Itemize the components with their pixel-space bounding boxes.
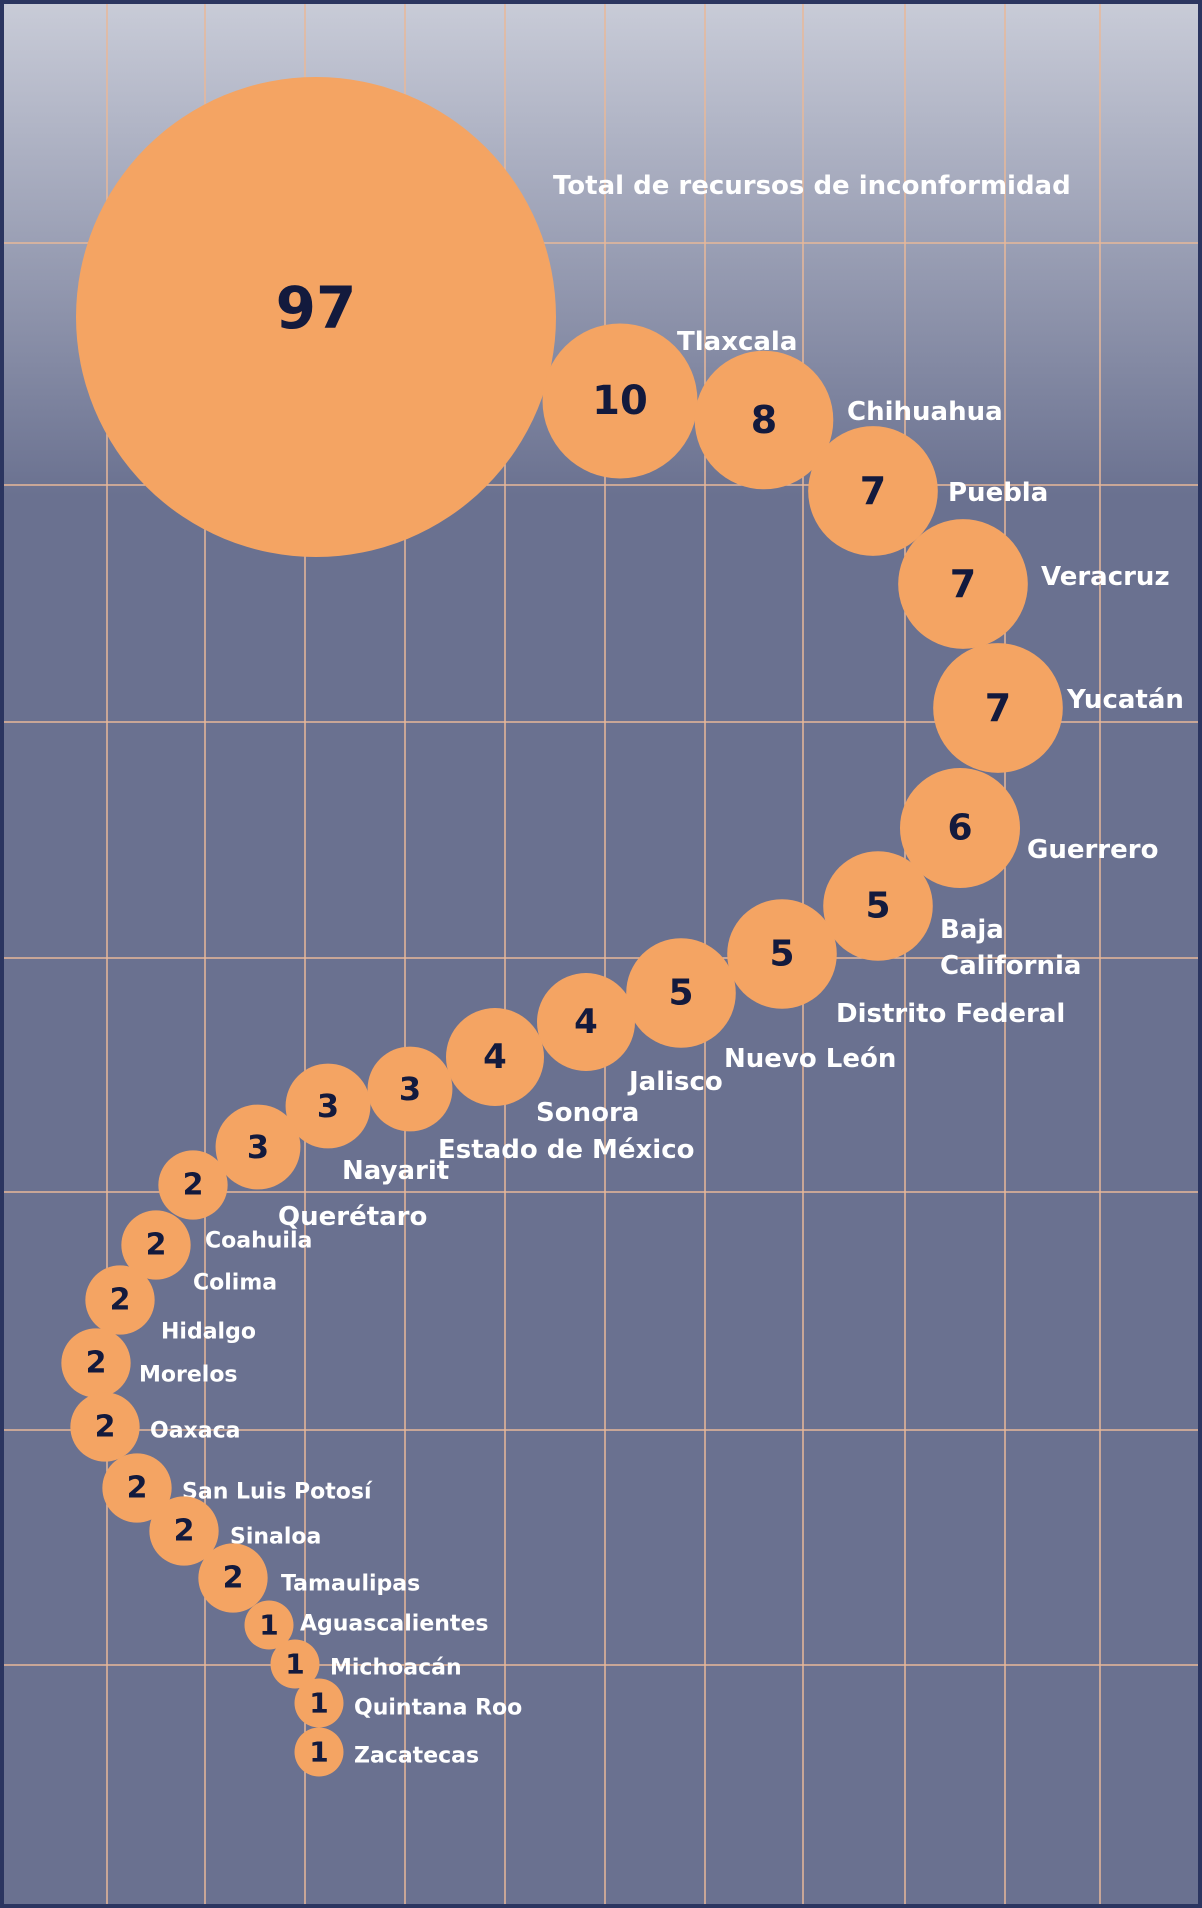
bubble-value-10: 4 xyxy=(483,1037,507,1077)
bubble-value-20: 2 xyxy=(174,1514,195,1549)
bubble-label-9: Jalisco xyxy=(627,1067,723,1097)
bubble-label-20: Sinaloa xyxy=(230,1525,321,1550)
bubble-16 xyxy=(85,1265,155,1335)
bubble-value-6: 5 xyxy=(865,886,890,927)
bubble-value-3: 7 xyxy=(950,562,976,606)
bubble-2 xyxy=(808,426,938,556)
chart-title: Total de recursos de inconformidad xyxy=(553,171,1071,201)
bubble-label-22: Aguascalientes xyxy=(300,1612,488,1637)
bubble-22 xyxy=(244,1600,294,1650)
bubble-value-18: 2 xyxy=(95,1410,116,1445)
bubble-label-12: Nayarit xyxy=(342,1156,449,1186)
bubble-17 xyxy=(61,1328,131,1398)
bubble-value-12: 3 xyxy=(317,1087,339,1125)
bubble-13 xyxy=(215,1104,301,1190)
bubble-label-5: Guerrero xyxy=(1027,835,1158,865)
bubble-label-24: Quintana Roo xyxy=(354,1696,522,1721)
bubble-18 xyxy=(70,1392,140,1462)
bubble-4 xyxy=(933,643,1063,773)
bubble-value-22: 1 xyxy=(259,1609,278,1642)
bubble-label-3: Veracruz xyxy=(1041,562,1170,592)
bubble-value-15: 2 xyxy=(146,1228,167,1263)
bubble-value-0: 10 xyxy=(592,378,648,424)
bubble-label-21: Tamaulipas xyxy=(281,1572,420,1597)
bubble-11 xyxy=(367,1046,453,1132)
bubble-value-5: 6 xyxy=(947,808,972,849)
bubble-value-2: 7 xyxy=(860,469,886,513)
bubble-3 xyxy=(898,519,1028,649)
bubble-label-23: Michoacán xyxy=(330,1656,462,1681)
bubble-12 xyxy=(285,1063,371,1149)
bubble-label-15: Colima xyxy=(193,1271,277,1296)
bubble-10 xyxy=(446,1008,544,1106)
bubble-25 xyxy=(294,1727,344,1777)
bubble-label-16: Hidalgo xyxy=(161,1320,256,1345)
bubble-value-11: 3 xyxy=(399,1070,421,1108)
bubble-label-1: Chihuahua xyxy=(847,397,1003,427)
bubble-value-25: 1 xyxy=(309,1736,328,1769)
bubble-value-4: 7 xyxy=(985,686,1011,730)
bubble-6 xyxy=(823,851,933,961)
bubble-label-18: Oaxaca xyxy=(150,1419,240,1444)
bubble-value-16: 2 xyxy=(110,1283,131,1318)
bubble-23 xyxy=(270,1639,320,1689)
bubble-label-14: Coahuila xyxy=(205,1229,312,1254)
bubble-label-11: Estado de México xyxy=(438,1135,695,1165)
bubble-value-24: 1 xyxy=(309,1687,328,1720)
bubble-label-25: Zacatecas xyxy=(354,1744,479,1769)
bubble-label-4: Yucatán xyxy=(1066,685,1184,715)
bubble-total-value: 97 xyxy=(276,274,357,342)
bubble-value-19: 2 xyxy=(127,1471,148,1506)
bubble-9 xyxy=(537,973,635,1071)
bubble-21 xyxy=(198,1543,268,1613)
bubble-label-17: Morelos xyxy=(139,1363,238,1388)
bubble-value-17: 2 xyxy=(86,1346,107,1381)
bubble-label-19: San Luis Potosí xyxy=(182,1480,373,1505)
bubble-5 xyxy=(899,767,1021,889)
bubble-total xyxy=(76,77,556,557)
bubble-label-8: Nuevo León xyxy=(724,1044,896,1074)
bubble-value-13: 3 xyxy=(247,1128,269,1166)
bubble-value-9: 4 xyxy=(574,1002,598,1042)
bubble-label-10: Sonora xyxy=(536,1098,639,1128)
bubble-24 xyxy=(294,1678,344,1728)
bubble-7 xyxy=(727,899,837,1009)
bubble-19 xyxy=(102,1453,172,1523)
bubble-8 xyxy=(626,938,736,1048)
bubble-label-7: Distrito Federal xyxy=(836,999,1065,1029)
bubble-value-7: 5 xyxy=(769,934,794,975)
grid xyxy=(4,4,1198,1904)
bubble-0 xyxy=(542,323,698,479)
bubble-20 xyxy=(149,1496,219,1566)
bubble-value-23: 1 xyxy=(285,1648,304,1681)
bubble-label-13: Querétaro xyxy=(278,1202,427,1232)
bubble-15 xyxy=(121,1210,191,1280)
bubble-1 xyxy=(694,350,834,490)
bubble-14 xyxy=(158,1150,228,1220)
bubble-value-14: 2 xyxy=(183,1168,204,1203)
bubble-value-21: 2 xyxy=(223,1561,244,1596)
bubble-value-1: 8 xyxy=(751,398,777,442)
bubble-value-8: 5 xyxy=(668,973,693,1014)
bubble-label-2: Puebla xyxy=(948,478,1048,508)
